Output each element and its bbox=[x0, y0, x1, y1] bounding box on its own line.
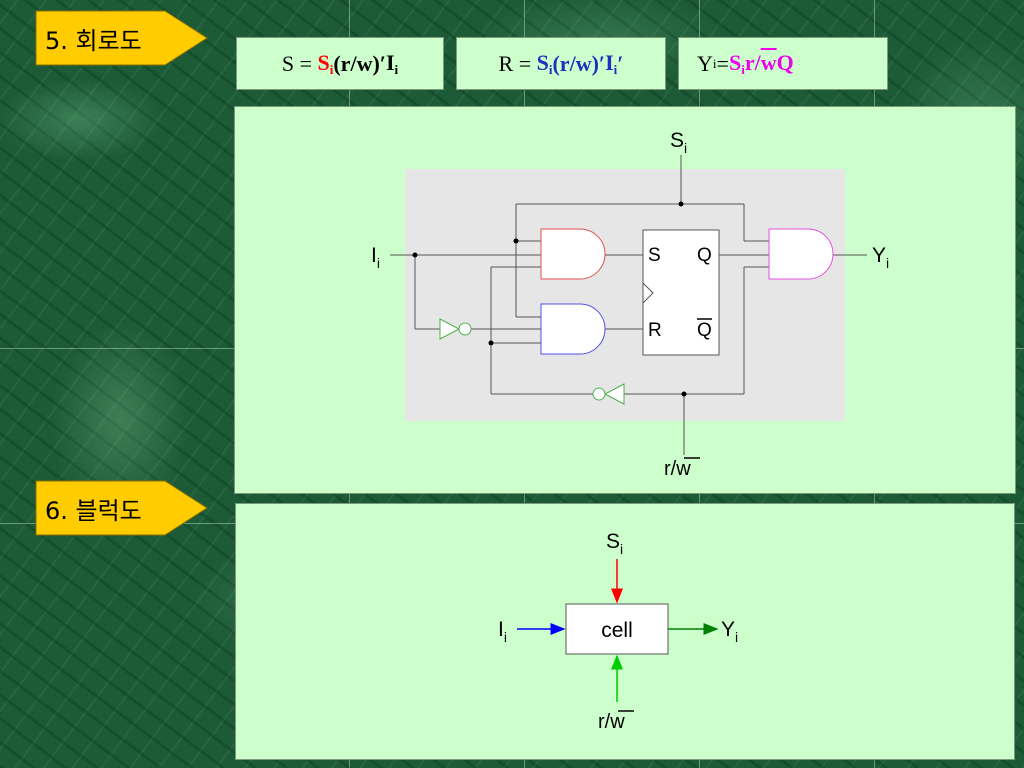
formula-r: R = Si (r/w)′ Ii ′ bbox=[456, 37, 666, 90]
circuit-background bbox=[405, 169, 845, 421]
inverter-input-icon bbox=[439, 318, 472, 340]
formula-y-mid: r/ bbox=[744, 49, 761, 75]
formula-y-term-w: w bbox=[760, 49, 777, 75]
and-gate-set bbox=[540, 228, 606, 280]
formula-r-mid: (r/w)′ bbox=[552, 50, 606, 76]
formula-s-term-i: I bbox=[385, 49, 395, 75]
formula-y-term-q: Q bbox=[776, 49, 794, 75]
block-panel: cell Si Ii Yi r/w bbox=[235, 503, 1015, 760]
formula-y-eq: = bbox=[716, 50, 729, 76]
block-select-label: Si bbox=[606, 530, 623, 557]
formula-s-term-i-sub: i bbox=[394, 61, 399, 77]
section-tag-circuit: 5. 회로도 bbox=[35, 10, 210, 66]
formula-y-lhs: Y bbox=[697, 50, 713, 76]
block-rw-label: r/w bbox=[598, 711, 625, 733]
formula-r-term-s: S bbox=[536, 49, 549, 75]
formula-s-lhs: S = bbox=[281, 50, 312, 76]
inverter-rw-icon bbox=[592, 383, 625, 405]
flip-flop-box bbox=[642, 229, 720, 356]
formula-y-term-s-sub: i bbox=[741, 61, 745, 77]
formula-s: S = Si (r/w)′ Ii bbox=[236, 37, 444, 90]
formula-y-term-s: S bbox=[728, 49, 742, 75]
circuit-input-label: Ii bbox=[371, 244, 380, 271]
circuit-diagram: S Q R Q Si Ii Yi r/w bbox=[371, 129, 889, 480]
circuit-junctions bbox=[412, 201, 687, 397]
block-diagram: cell Si Ii Yi r/w bbox=[498, 530, 738, 733]
circuit-rw-label: r/w bbox=[664, 458, 691, 480]
formula-s-term-s-sub: i bbox=[329, 61, 334, 77]
and-gate-output bbox=[768, 228, 834, 280]
formula-r-tail: ′ bbox=[617, 50, 624, 76]
formula-r-term-i-sub: i bbox=[613, 61, 618, 77]
circuit-select-label: Si bbox=[670, 129, 687, 156]
tag-arrow-shape bbox=[35, 480, 208, 536]
cell-box bbox=[565, 603, 669, 655]
tag-arrow-shape bbox=[35, 10, 208, 66]
circuit-output-label: Yi bbox=[872, 244, 889, 271]
ff-q-label: Q bbox=[697, 245, 712, 266]
formula-s-term-s: S bbox=[317, 49, 330, 75]
section-tag-block: 6. 블럭도 bbox=[35, 480, 210, 536]
block-input-label: Ii bbox=[498, 618, 507, 645]
ff-r-label: R bbox=[648, 320, 662, 341]
ff-s-label: S bbox=[648, 245, 661, 266]
formula-y-lhs-sub: i bbox=[712, 55, 717, 71]
formula-r-term-s-sub: i bbox=[548, 61, 553, 77]
formula-s-mid: (r/w)′ bbox=[333, 50, 386, 76]
ff-qbar-label: Q bbox=[697, 320, 712, 341]
formula-r-term-i: I bbox=[605, 49, 614, 75]
clock-input-icon bbox=[642, 282, 654, 304]
block-output-label: Yi bbox=[721, 618, 738, 645]
section-title-circuit: 5. 회로도 bbox=[45, 26, 142, 55]
cell-label: cell bbox=[601, 619, 633, 642]
circuit-panel: S Q R Q Si Ii Yi r/w bbox=[234, 106, 1016, 494]
formula-r-lhs: R = bbox=[498, 50, 532, 76]
and-gate-reset bbox=[540, 303, 606, 355]
section-title-block: 6. 블럭도 bbox=[45, 496, 142, 525]
